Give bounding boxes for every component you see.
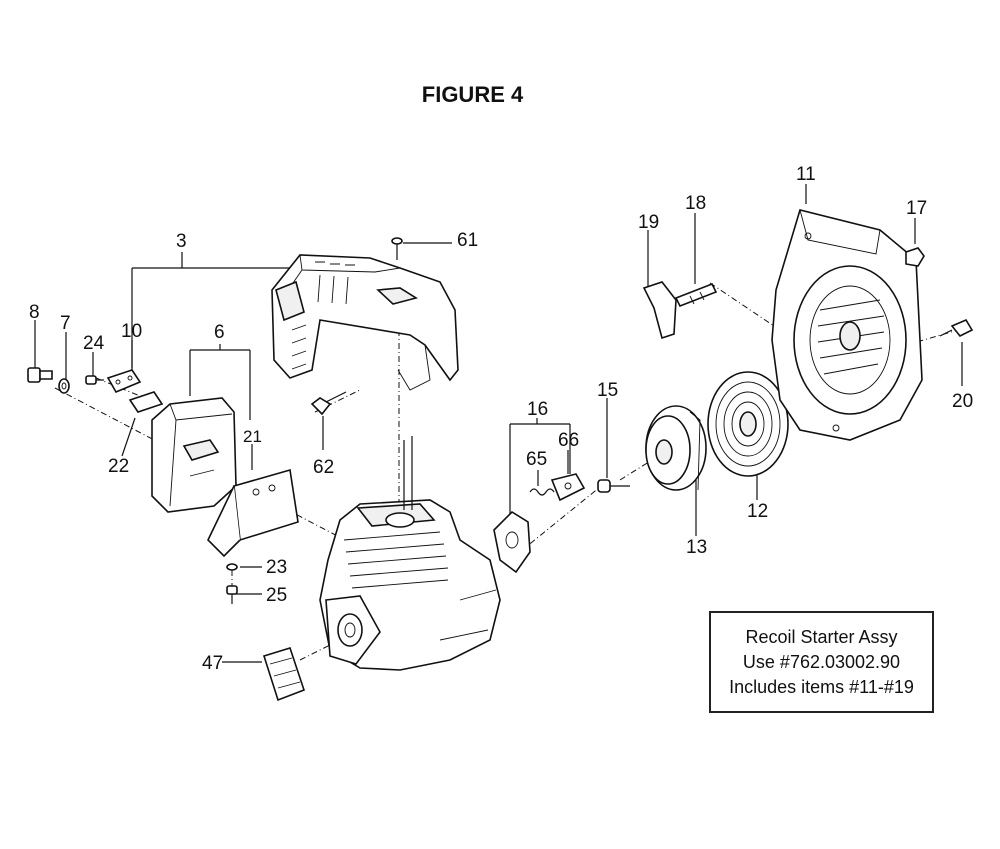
- cylinder-cover: [271, 254, 459, 391]
- gasket-22: [128, 391, 164, 413]
- callout-6: 6: [214, 322, 225, 343]
- callout-25: 25: [266, 585, 288, 606]
- plate-10: [106, 369, 142, 394]
- bolt-20: [939, 318, 974, 338]
- callout-15: 15: [597, 380, 619, 401]
- screw-15: [597, 479, 630, 493]
- note-line-3: Includes items #11-#19: [729, 676, 914, 697]
- callout-18: 18: [685, 193, 707, 214]
- screw-61: [391, 237, 403, 260]
- note-line-2: Use #762.03002.90: [742, 651, 901, 672]
- screw-25: [226, 585, 238, 604]
- heat-shield: [207, 468, 299, 558]
- callout-47: 47: [202, 653, 224, 674]
- callout-22: 22: [108, 456, 130, 477]
- engine-block: [319, 436, 501, 671]
- figure-title: FIGURE 4: [421, 82, 524, 107]
- callout-66: 66: [558, 430, 580, 451]
- starter-rope-pin: [674, 282, 718, 308]
- screw-24: [85, 375, 104, 385]
- starter-pulley-carrier: [493, 510, 531, 574]
- muffler: [151, 397, 237, 513]
- callout-13: 13: [686, 537, 708, 558]
- bolt-8: [27, 367, 53, 383]
- callout-20: 20: [952, 391, 974, 412]
- note-line-1: Recoil Starter Assy: [745, 626, 898, 647]
- recoil-spring: [707, 371, 789, 477]
- callout-19: 19: [638, 212, 660, 233]
- callout-3: 3: [176, 231, 187, 252]
- callout-24: 24: [83, 333, 105, 354]
- intake-insulator: [262, 647, 306, 702]
- spring-65: [529, 488, 555, 496]
- washer-23: [226, 563, 238, 571]
- washer-7: [58, 378, 70, 394]
- starter-housing: [771, 209, 923, 441]
- callout-12: 12: [747, 501, 769, 522]
- callout-8: 8: [29, 302, 40, 323]
- callout-7: 7: [60, 313, 71, 334]
- callout-10: 10: [121, 321, 143, 342]
- callout-11: 11: [796, 164, 816, 185]
- nut-17: [905, 247, 925, 267]
- callout-16: 16: [527, 399, 549, 420]
- callout-61: 61: [457, 230, 479, 251]
- callout-21: 21: [243, 427, 262, 446]
- screw-62: [310, 391, 347, 416]
- callout-65: 65: [526, 449, 548, 470]
- callout-23: 23: [266, 557, 288, 578]
- callout-17: 17: [906, 198, 928, 219]
- recoil-starter-note: Recoil Starter Assy Use #762.03002.90 In…: [709, 611, 934, 713]
- leader-lines: [34, 184, 963, 663]
- rope-pulley: [645, 405, 707, 491]
- callout-62: 62: [313, 457, 335, 478]
- pawl-66: [550, 473, 586, 502]
- starter-handle: [642, 281, 677, 340]
